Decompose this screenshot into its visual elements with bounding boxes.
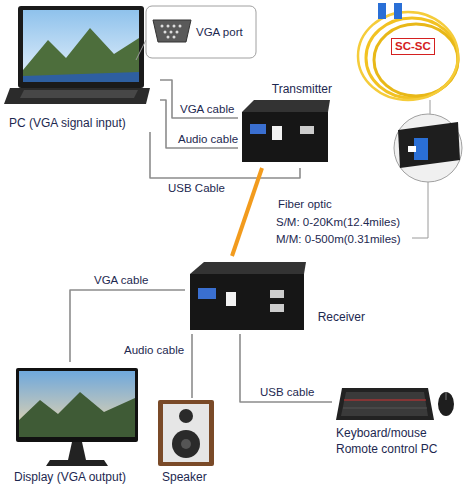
cable-label: VGA cable: [178, 103, 236, 116]
node-label: Receiver: [318, 310, 365, 324]
cable-connector: [232, 168, 262, 256]
receiver-node: Receiver: [185, 256, 365, 334]
vga-port-symbol: [153, 20, 191, 42]
laptop-keyboard: [20, 90, 138, 98]
node-label: Romote control PC: [336, 442, 437, 456]
cable-label: Audio cable: [122, 344, 186, 357]
woofer-cap: [181, 439, 191, 449]
monitor-bezel: [16, 368, 138, 442]
vga-socket: [198, 288, 216, 299]
inset-label: VGA port: [196, 26, 243, 39]
receiver-device: [190, 262, 306, 330]
keyboard-body: [336, 388, 434, 420]
leader-line: [430, 100, 431, 114]
cable-label: VGA cable: [92, 274, 150, 287]
key-row: [344, 400, 426, 401]
node-label: Keyboard/mouse: [336, 426, 427, 440]
cable-label: USB cable: [258, 386, 316, 399]
speaker-cabinet: [158, 400, 214, 466]
sc-plug: [414, 138, 428, 160]
pin: [170, 31, 173, 34]
inset-circle: [394, 114, 462, 182]
keyboard-mouse-illustration: [336, 388, 454, 420]
cable-connector: [160, 80, 238, 118]
transmitter-device: [242, 100, 330, 162]
usb-socket: [270, 304, 284, 312]
inset-frame: [146, 6, 256, 58]
leader-line: [136, 40, 146, 60]
device-detail: [398, 122, 460, 168]
usb-socket: [270, 290, 284, 298]
tweeter: [179, 409, 193, 423]
speaker-node: Speaker: [150, 398, 222, 484]
pin: [167, 36, 170, 39]
keyboard-keys: [341, 392, 428, 416]
connector-inset: [394, 100, 462, 238]
key-row: [343, 408, 427, 409]
usb-socket: [300, 126, 314, 134]
sc-connector: [378, 3, 386, 19]
cable-label: Fiber optic: [276, 198, 334, 211]
fiber-socket: [226, 292, 236, 306]
node-label: PC (VGA signal input): [9, 116, 126, 130]
monitor-stand: [68, 442, 86, 460]
woofer: [172, 430, 200, 458]
cable-label: Audio cable: [176, 133, 240, 146]
pc-node: PC (VGA signal input): [5, 2, 160, 132]
display-node: Display (VGA output): [10, 362, 145, 484]
pin: [167, 25, 170, 28]
plug-ferrule: [408, 146, 416, 152]
screen-lake: [23, 72, 139, 82]
mouse-split: [446, 392, 447, 400]
monitor-illustration: [16, 368, 138, 466]
monitor-base: [46, 460, 108, 466]
pin: [173, 36, 176, 39]
cable-connector: [240, 334, 332, 402]
mouse: [438, 392, 454, 416]
cable-connector: [150, 132, 300, 178]
device-front: [242, 112, 328, 162]
pin: [179, 25, 182, 28]
coil-loop: [358, 12, 458, 100]
pin: [173, 25, 176, 28]
leader-line: [412, 182, 428, 238]
sc-connector: [394, 3, 402, 19]
device-top: [190, 262, 306, 274]
distance-note: M/M: 0-500m(0.31miles): [276, 233, 401, 246]
laptop-bezel: [18, 6, 144, 88]
pin: [161, 25, 164, 28]
fiber-coil: [358, 3, 458, 100]
laptop-base: [4, 88, 150, 104]
node-label: Display (VGA output): [14, 470, 126, 484]
vga-port-inset: [136, 6, 256, 60]
cable-connector: [191, 334, 193, 398]
distance-note: S/M: 0-20Km(12.4miles): [276, 216, 400, 229]
cable-type-label: SC-SC: [391, 38, 435, 55]
node-label: Transmitter: [272, 82, 332, 96]
pin: [164, 31, 167, 34]
laptop-illustration: [4, 6, 150, 104]
fiber-socket: [272, 126, 282, 140]
screen-mountains: [23, 28, 139, 82]
pin: [176, 31, 179, 34]
device-top: [242, 100, 330, 112]
device-front: [190, 274, 304, 330]
cable-label: USB Cable: [166, 182, 227, 195]
screen-mountains: [19, 392, 135, 437]
speaker-front: [163, 404, 209, 462]
monitor-screen: [19, 371, 135, 437]
laptop-screen: [23, 10, 139, 82]
vga-socket: [250, 124, 266, 134]
speaker-illustration: [158, 400, 214, 466]
transmitter-node: Transmitter: [238, 80, 332, 168]
keyboard-node: Keyboard/mouseRomote control PC: [332, 378, 470, 462]
node-label: Speaker: [162, 470, 207, 484]
